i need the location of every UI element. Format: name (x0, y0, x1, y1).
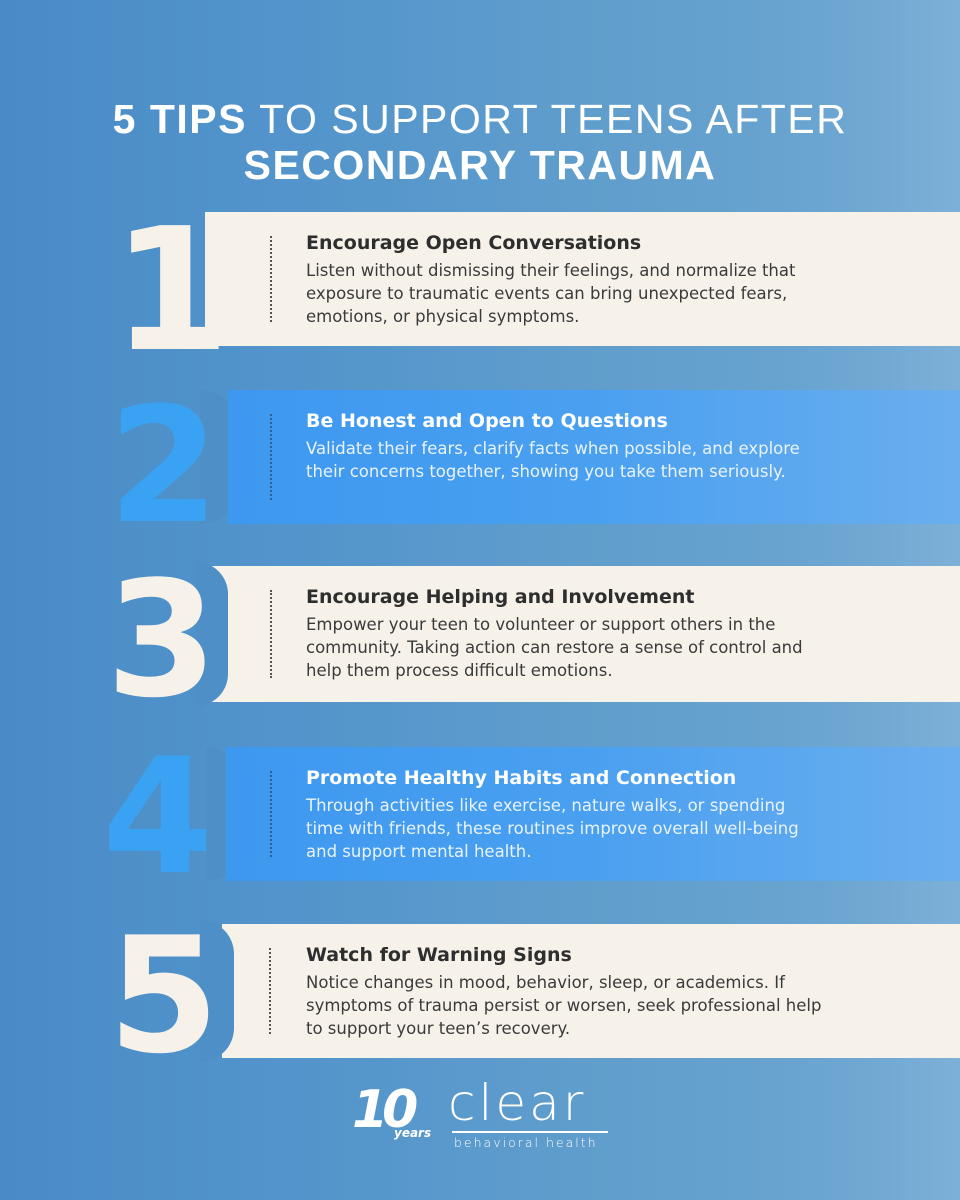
brand-tagline: behavioral health (454, 1135, 598, 1150)
tip-card (212, 566, 960, 702)
title-line-2: SECONDARY TRAUMA (243, 142, 717, 188)
title-line-1-rest: TO SUPPORT TEENS AFTER (247, 96, 848, 142)
anniversary-badge-icon: 10 (352, 1080, 418, 1140)
tip-3: 3 Encourage Helping and Involvement Empo… (0, 560, 960, 720)
tip-heading: Watch for Warning Signs (306, 944, 572, 966)
brand-wordmark: clear (448, 1074, 587, 1132)
dotted-divider (270, 414, 272, 500)
dotted-divider (270, 236, 272, 322)
tip-body: Empower your teen to volunteer or suppor… (306, 615, 803, 680)
dotted-divider (270, 771, 272, 857)
logo-divider (452, 1131, 608, 1133)
tip-1: 1 Encourage Open Conversations Listen wi… (0, 206, 960, 376)
tip-card (226, 747, 960, 881)
tip-number: 2 (108, 372, 219, 559)
page-title: 5 TIPS TO SUPPORT TEENS AFTER SECONDARY … (0, 96, 960, 188)
title-highlight: 5 TIPS (112, 96, 247, 142)
number-cutout (200, 920, 234, 1062)
tip-2: 2 Be Honest and Open to Questions Valida… (0, 386, 960, 546)
tip-number: 4 (102, 723, 213, 910)
tip-heading: Be Honest and Open to Questions (306, 410, 668, 432)
dotted-divider (269, 948, 271, 1034)
tip-content: Encourage Open Conversations Listen with… (306, 230, 826, 328)
tip-body: Through activities like exercise, nature… (306, 796, 799, 861)
tip-content: Be Honest and Open to Questions Validate… (306, 408, 826, 483)
number-cutout (196, 562, 228, 706)
tip-body: Listen without dismissing their feelings… (306, 261, 796, 326)
tip-content: Watch for Warning Signs Notice changes i… (306, 942, 826, 1040)
tip-5: 5 Watch for Warning Signs Notice changes… (0, 916, 960, 1076)
tip-heading: Encourage Helping and Involvement (306, 586, 695, 608)
tip-content: Encourage Helping and Involvement Empowe… (306, 584, 826, 682)
tip-card (222, 924, 960, 1058)
brand-logo: 10 years clear behavioral health (352, 1078, 612, 1154)
tip-content: Promote Healthy Habits and Connection Th… (306, 765, 826, 863)
anniversary-badge-label: years (394, 1126, 432, 1140)
title-line-1: 5 TIPS TO SUPPORT TEENS AFTER (0, 96, 960, 142)
tip-number: 5 (108, 902, 219, 1089)
tip-body: Validate their fears, clarify facts when… (306, 439, 800, 481)
tip-number: 3 (106, 546, 217, 733)
tip-card (228, 390, 960, 524)
tip-4: 4 Promote Healthy Habits and Connection … (0, 737, 960, 897)
tip-card (205, 212, 960, 346)
tip-body: Notice changes in mood, behavior, sleep,… (306, 973, 822, 1038)
tip-heading: Promote Healthy Habits and Connection (306, 767, 737, 789)
tip-number: 1 (112, 192, 230, 390)
tip-heading: Encourage Open Conversations (306, 232, 642, 254)
dotted-divider (270, 590, 272, 678)
